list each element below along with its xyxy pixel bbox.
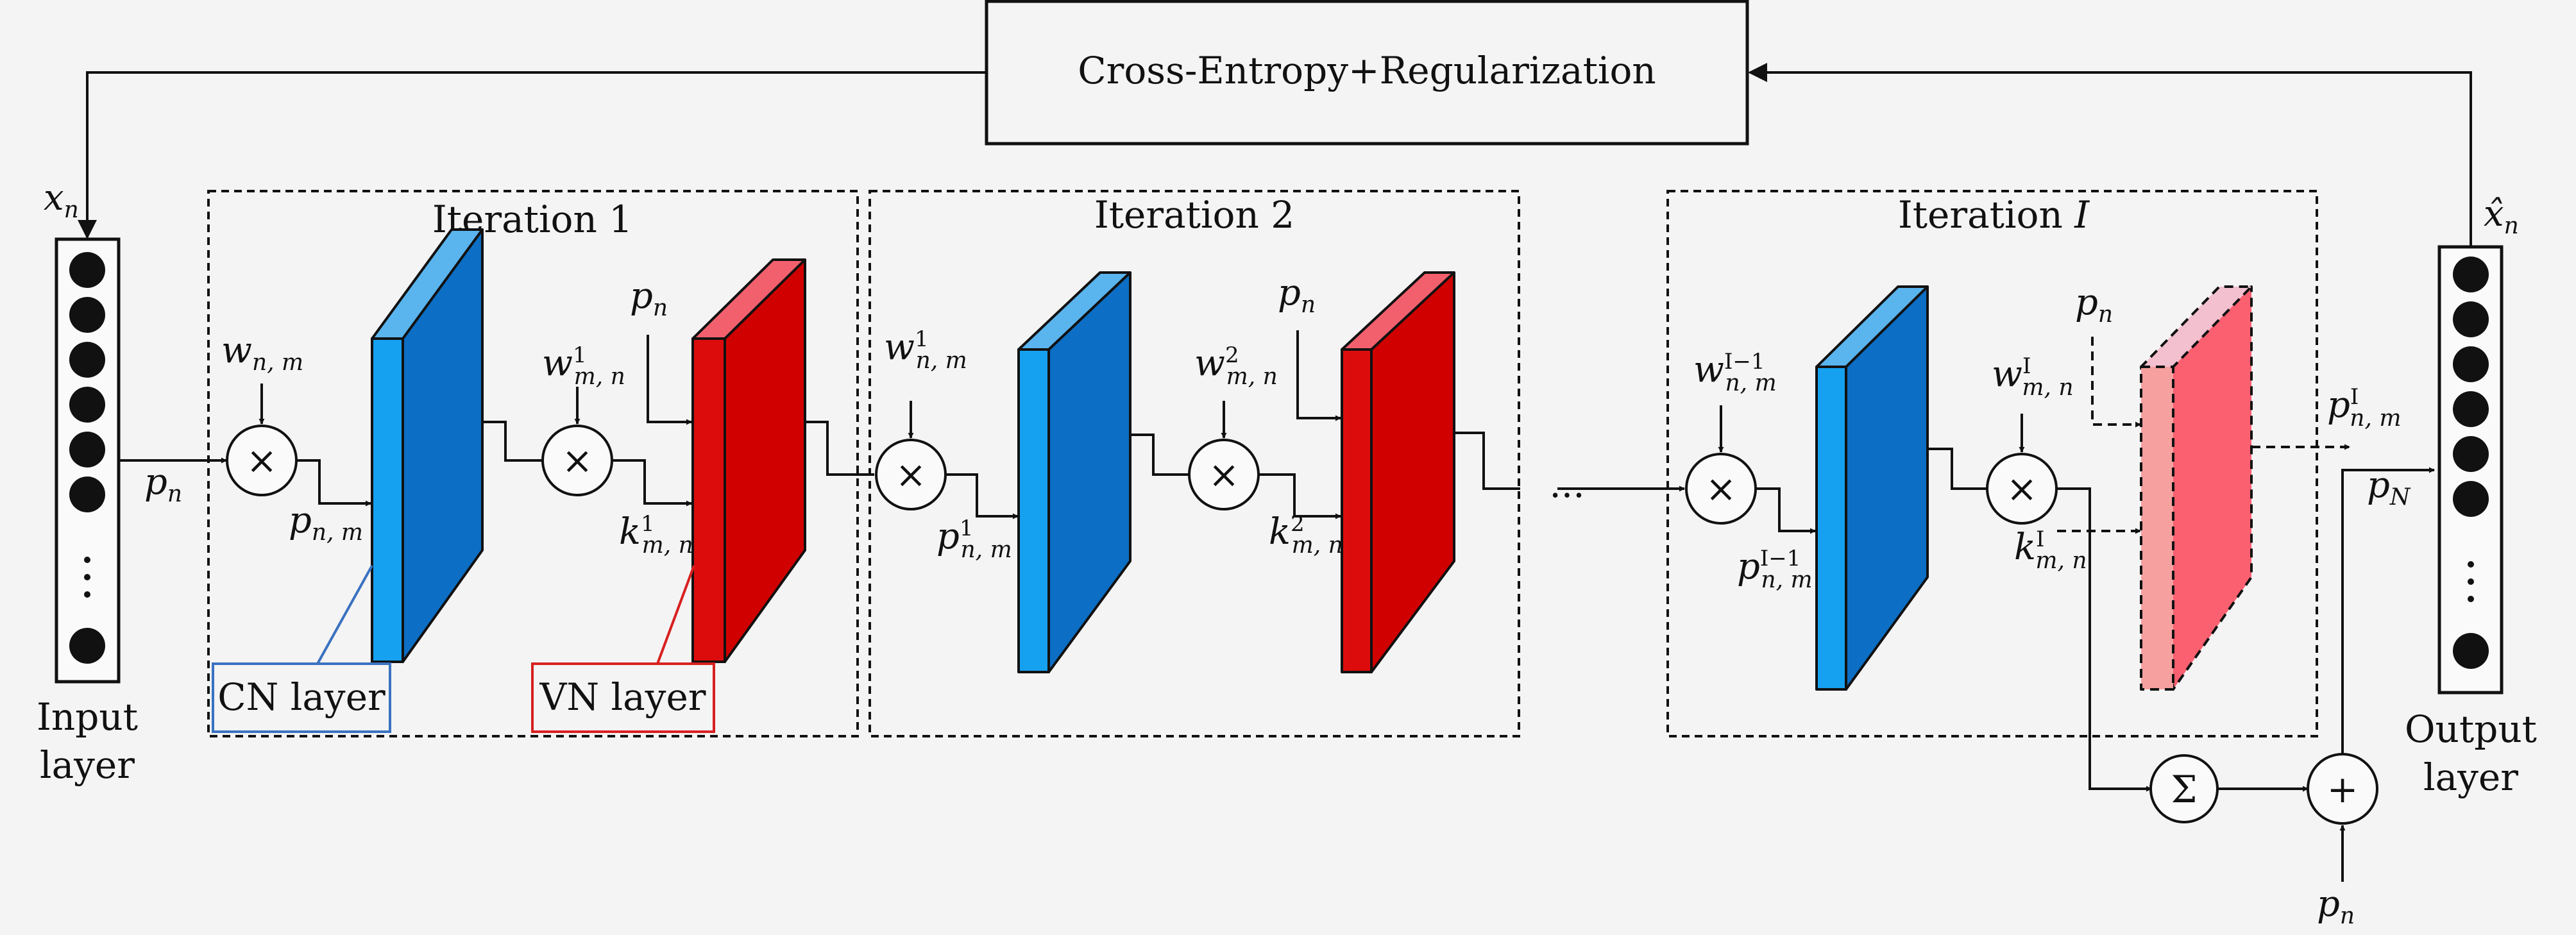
output-vertical-dots [2468,561,2474,602]
multiplier-symbols: × × × × × × [246,439,2038,510]
iteration-box-I: Iteration I [1666,190,2318,737]
plus-symbol: + [2327,768,2359,811]
input-layer-label-1: Input [37,695,138,739]
multiplier-Ia [1685,453,1757,525]
label-p-n-plus: pn [2317,883,2355,929]
dashed-wires [2057,337,2350,534]
cn-layer-block-I [1815,285,1929,691]
multiplier-2b [1188,439,1260,510]
multiplier-Ib [1986,453,2058,525]
times-symbol: × [562,439,593,482]
iteration-2-title: Iteration 2 [1094,193,1294,237]
vn-layer-block-1 [691,258,806,663]
output-layer-label-1: Output [2405,707,2537,751]
vn-layer-callout-label: VN layer [539,675,706,719]
label-p-N: pN [2367,464,2411,510]
cn-layer-block-2 [1017,271,1131,673]
wires [120,330,2435,882]
multiplier-nodes [226,425,2058,525]
label-p-n-vn2: pn [1278,272,1316,318]
label-w-nm: wn, m [221,330,303,376]
times-symbol: × [2006,467,2038,510]
input-layer: Input layer xn [37,177,138,787]
output-layer: Output layer x̂n [2405,193,2537,799]
plus-node: + [2307,753,2378,825]
times-symbol: × [246,439,278,482]
label-p-nm: pn, m [289,500,363,546]
vn-layer-block-I [2140,285,2253,691]
label-p-n-vn1: pn [630,275,668,321]
output-xhat-label: x̂n [2484,193,2519,239]
multiplier-2a [875,439,947,510]
cn-layer-callout: CN layer [212,565,391,733]
vn-layer-block-2 [1341,271,1455,673]
input-layer-label-2: layer [40,743,135,787]
output-neurons [2453,257,2489,669]
multiplier-1a [226,425,298,496]
times-symbol: × [895,453,927,496]
cn-layer-block-1 [371,228,484,663]
input-neurons [69,252,105,664]
label-p-n-vnI: pn [2075,282,2113,328]
ellipsis: ... [1549,462,1584,506]
label-p-n-input: pn [144,461,182,507]
cn-layer-callout-label: CN layer [217,675,386,719]
iteration-box-2: Iteration 2 [869,190,1520,737]
loss-box: Cross-Entropy+Regularization [985,0,1749,146]
vn-layer-callout: VN layer [531,565,715,733]
loss-box-label: Cross-Entropy+Regularization [1078,49,1656,92]
input-vertical-dots [84,557,90,598]
times-symbol: × [1706,467,1737,510]
input-x-label: xn [44,177,79,223]
times-symbol: × [1208,453,1240,496]
output-layer-label-2: layer [2423,755,2518,799]
sigma-symbol: Σ [2171,768,2197,811]
feedback-loop [78,63,2472,247]
sum-node: Σ [2149,754,2219,823]
iteration-I-title: Iteration I [1898,193,2090,237]
multiplier-1b [541,425,613,496]
